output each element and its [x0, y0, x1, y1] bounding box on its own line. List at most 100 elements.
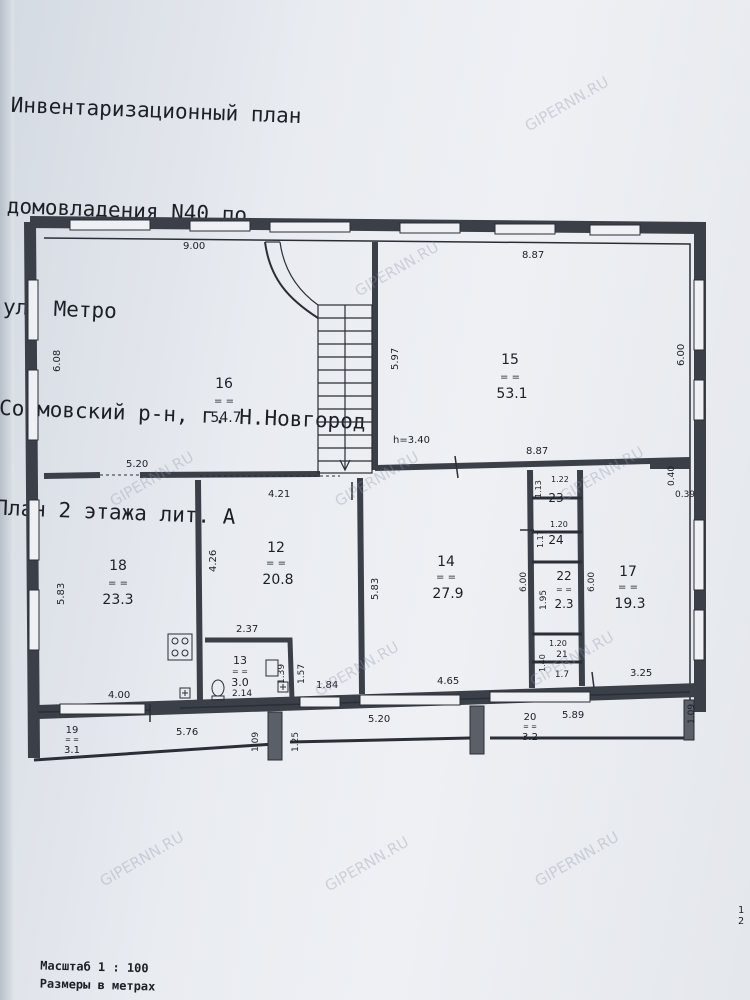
svg-text:53.1: 53.1: [496, 386, 527, 402]
room-19: 19 = = 3.1: [64, 725, 80, 756]
room-12: 12 = = 20.8: [262, 540, 293, 588]
svg-text:= =: = =: [232, 667, 248, 676]
window: [27, 279, 39, 341]
staircase: [264, 241, 373, 474]
svg-text:24: 24: [548, 533, 563, 547]
wall-18-12: [195, 479, 203, 703]
dim-label: 1.39: [277, 664, 287, 684]
dim-label: 0.39: [675, 490, 695, 500]
stove-icon: [167, 633, 193, 661]
balcony-pillar: [267, 711, 283, 761]
svg-text:19.3: 19.3: [614, 596, 645, 612]
toilet-icon: [211, 679, 225, 701]
dim-label: 5.97: [390, 348, 401, 370]
door-mark: [149, 455, 595, 722]
svg-text:= =: = =: [523, 723, 537, 731]
svg-text:23.3: 23.3: [102, 592, 133, 608]
svg-text:3.1: 3.1: [64, 745, 80, 756]
dim-label: 1.17: [536, 530, 545, 548]
window: [399, 222, 461, 234]
dim-label: 6.00: [676, 344, 687, 366]
window: [693, 379, 705, 421]
svg-text:54.7: 54.7: [210, 410, 241, 426]
room-21: 21 = = 1.7: [555, 650, 569, 680]
dim-label: 6.08: [52, 350, 63, 372]
window: [59, 703, 146, 715]
wall-15-bottom: [374, 457, 691, 471]
room-16: 16 = = 54.7: [210, 376, 241, 426]
dim-label: 1.09: [251, 732, 261, 752]
dim-label: 8.87: [526, 446, 548, 457]
opening-dash: [100, 474, 340, 477]
svg-text:20.8: 20.8: [262, 572, 293, 588]
wall-12-14: [357, 477, 365, 695]
svg-text:21: 21: [556, 650, 567, 660]
dim-label: 1.25: [291, 732, 301, 752]
svg-text:16: 16: [215, 376, 233, 392]
room-24: 24: [548, 533, 563, 547]
svg-text:20: 20: [524, 712, 537, 723]
room-17: 17 = = 19.3: [614, 564, 645, 612]
svg-text:2.3: 2.3: [554, 597, 573, 611]
svg-text:= =: = =: [214, 396, 234, 407]
room-15: 15 = = 53.1: [496, 352, 527, 402]
dim-label: 5.20: [126, 459, 148, 470]
dim-label: 2.37: [236, 624, 258, 635]
room-18: 18 = = 23.3: [102, 558, 133, 608]
window: [494, 223, 556, 235]
room-13: 13 = = 3.0: [231, 654, 249, 689]
svg-text:15: 15: [501, 352, 519, 368]
window: [28, 499, 40, 561]
dim-label: 5.83: [370, 578, 381, 600]
balcony-pillar: [469, 705, 485, 755]
room-20: 20 = = 3.2: [522, 712, 538, 743]
dim-label: 5.76: [176, 727, 198, 738]
window: [27, 369, 39, 441]
window: [589, 224, 641, 236]
svg-text:= =: = =: [618, 582, 638, 593]
svg-text:17: 17: [619, 564, 637, 580]
dim-label: 1.20: [549, 639, 567, 648]
svg-text:3.0: 3.0: [231, 676, 249, 689]
window: [693, 519, 705, 591]
wall-13: [205, 637, 295, 701]
window: [189, 220, 251, 232]
dim-label: 1.09: [687, 704, 697, 724]
svg-text:= =: = =: [500, 372, 520, 383]
dim-label: 1.40: [538, 654, 547, 672]
svg-text:= =: = =: [556, 585, 572, 594]
room-14: 14 = = 27.9: [432, 554, 463, 602]
dim-label: 1.95: [539, 590, 549, 610]
wall-14-22: [527, 469, 535, 689]
window: [269, 221, 351, 233]
dim-label: 0.40: [667, 466, 677, 486]
sink-icon: [265, 659, 279, 677]
window: [489, 691, 591, 703]
dim-label: 1.20: [550, 520, 568, 529]
svg-text:18: 18: [109, 558, 127, 574]
svg-text:3.2: 3.2: [522, 732, 538, 743]
balcony-edge: [33, 736, 690, 762]
corner-mark: 1 2: [738, 905, 745, 927]
ceiling-height: h=3.40: [393, 435, 430, 446]
dim-label: 2.14: [232, 689, 252, 699]
dim-label: 9.00: [183, 241, 205, 252]
document-footer: Масштаб 1 : 100 Размеры в метрах: [40, 956, 156, 995]
dim-label: 1.22: [551, 475, 569, 484]
dim-label: 5.89: [562, 710, 584, 721]
dim-label: 6.00: [519, 572, 529, 592]
dim-label: 5.20: [368, 714, 390, 725]
window: [28, 589, 40, 651]
balcony-pillar: [683, 699, 695, 741]
svg-text:22: 22: [556, 569, 571, 583]
dim-label: 6.00: [587, 572, 597, 592]
svg-text:19: 19: [66, 725, 79, 736]
svg-text:= =: = =: [436, 572, 456, 583]
units-label: Размеры в метрах: [39, 976, 156, 994]
svg-text:= =: = =: [555, 659, 569, 667]
vent-icon: [277, 681, 289, 693]
room-23: 23: [548, 491, 563, 505]
window: [693, 279, 705, 351]
